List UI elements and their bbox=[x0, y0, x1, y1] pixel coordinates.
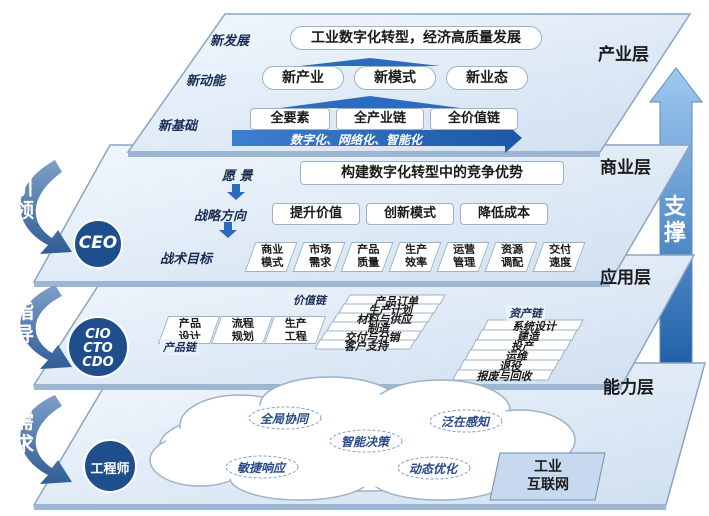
tactic-line: 模式 bbox=[257, 256, 285, 269]
new-foundation-item: 全价值链 bbox=[430, 108, 518, 130]
cloud-item: 全局协同 bbox=[260, 412, 309, 426]
lead-label: 引领 bbox=[14, 175, 34, 222]
tactic-line: 市场 bbox=[305, 243, 333, 256]
industrial-internet-label: 工业 互联网 bbox=[500, 458, 596, 494]
tactic-line: 速度 bbox=[545, 256, 573, 269]
new-foundation-item: 全要素 bbox=[250, 108, 330, 130]
new-development-label: 新发展 bbox=[210, 34, 250, 49]
direct-label: 指导 bbox=[14, 299, 34, 346]
value-chain-item: 交付与分销 bbox=[344, 331, 400, 344]
demand-label: 需求 bbox=[14, 409, 34, 456]
asset-chain-item: 退役 bbox=[499, 360, 521, 373]
vision-pill: 构建数字化转型中的竞争优势 bbox=[300, 161, 564, 185]
asset-chain-item: 建造 bbox=[517, 330, 539, 343]
new-momentum-item: 新模式 bbox=[354, 66, 436, 90]
digitization-arrow-text: 数字化、网络化、智能化 bbox=[290, 133, 423, 147]
asset-chain-item: 运维 bbox=[505, 350, 527, 363]
cio-cto-cdo-circle bbox=[67, 316, 129, 378]
industrial-internet-line: 互联网 bbox=[527, 477, 569, 493]
asset-chain-boxes bbox=[452, 319, 584, 381]
tactic-line: 资源 bbox=[497, 243, 525, 256]
asset-chain-label: 资产链 bbox=[506, 305, 545, 321]
value-chain-boxes bbox=[314, 294, 446, 350]
momentum-up-arrow bbox=[300, 58, 440, 66]
tactic-line: 运营 bbox=[449, 243, 477, 256]
value-chain-item: 材料与供应 bbox=[356, 313, 412, 326]
engineer-label: 工程师 bbox=[90, 462, 130, 477]
product-chain-line: 流程 bbox=[228, 317, 256, 330]
tactic-line: 效率 bbox=[401, 256, 429, 269]
strategy-item: 提升价值 bbox=[272, 203, 360, 225]
new-foundation-label: 新基础 bbox=[158, 119, 198, 134]
cloud-item: 泛在感知 bbox=[441, 415, 490, 429]
industrial-internet-line: 工业 bbox=[534, 459, 562, 475]
cloud-item: 智能决策 bbox=[341, 435, 390, 449]
digitization-arrow bbox=[232, 123, 522, 153]
product-chain-line: 规划 bbox=[228, 330, 256, 343]
tactic-label: 战术目标 bbox=[160, 252, 213, 267]
strategy-item: 创新模式 bbox=[366, 203, 454, 225]
vision-down-arrow bbox=[227, 184, 245, 200]
new-momentum-label: 新动能 bbox=[186, 74, 226, 89]
asset-chain-item: 报废与回收 bbox=[476, 370, 532, 383]
tactic-line: 质量 bbox=[353, 256, 381, 269]
strategy-down-arrow bbox=[219, 222, 237, 238]
capability-layer-title: 能力层 bbox=[603, 378, 654, 398]
tactic-line: 管理 bbox=[449, 256, 477, 269]
demand-arrow bbox=[20, 395, 72, 484]
direct-arrow bbox=[20, 285, 72, 369]
product-chain-line: 产品 bbox=[175, 317, 203, 330]
application-layer-title: 应用层 bbox=[600, 268, 651, 288]
value-chain-item: 客户支持 bbox=[344, 340, 388, 353]
product-chain-label: 产品链 bbox=[160, 339, 199, 355]
tactic-line: 交付 bbox=[545, 243, 573, 256]
tactic-line: 产品 bbox=[353, 243, 381, 256]
value-chain-item: 产品订单 bbox=[374, 295, 418, 308]
engineer-circle bbox=[83, 439, 137, 493]
industry-layer-title: 产业层 bbox=[598, 45, 649, 65]
product-chain-item: 流程规划 bbox=[210, 316, 274, 344]
strategy-item: 降低成本 bbox=[460, 203, 548, 225]
strategy-label: 战略方向 bbox=[194, 209, 247, 224]
ceo-label: CEO bbox=[78, 233, 118, 253]
product-chain-line: 工程 bbox=[281, 330, 309, 343]
industrial-internet-box bbox=[489, 452, 606, 501]
lead-arrow bbox=[20, 160, 72, 254]
asset-chain-item: 投产 bbox=[511, 340, 533, 353]
new-development-pill: 工业数字化转型，经济高质量发展 bbox=[290, 26, 542, 50]
cto-label: CTO bbox=[83, 341, 113, 356]
new-momentum-item: 新业态 bbox=[446, 66, 528, 90]
ceo-circle bbox=[73, 219, 123, 269]
new-foundation-item: 全产业链 bbox=[336, 108, 424, 130]
value-chain-item: 生产计划 bbox=[368, 304, 412, 317]
tactic-line: 调配 bbox=[497, 256, 525, 269]
cio-label: CIO bbox=[85, 327, 111, 342]
new-momentum-item: 新产业 bbox=[262, 66, 344, 90]
tactic-line: 商业 bbox=[257, 243, 285, 256]
cloud-item: 敏捷响应 bbox=[237, 461, 286, 475]
tactic-line: 生产 bbox=[401, 243, 429, 256]
value-chain-item: 制造 bbox=[367, 322, 389, 335]
support-label: 支撑 bbox=[663, 195, 686, 246]
product-chain-item: 生产工程 bbox=[263, 316, 327, 344]
asset-chain-item: 系统设计 bbox=[512, 320, 556, 333]
value-chain-label: 价值链 bbox=[290, 292, 329, 308]
business-layer-title: 商业层 bbox=[600, 158, 651, 178]
tactic-line: 需求 bbox=[305, 256, 333, 269]
product-chain-line: 生产 bbox=[281, 317, 309, 330]
cloud-item-ovals bbox=[225, 406, 503, 480]
foundation-up-arrow bbox=[280, 96, 460, 108]
cdo-label: CDO bbox=[82, 355, 114, 370]
vision-label: 愿 景 bbox=[222, 169, 253, 184]
cloud-item: 动态优化 bbox=[409, 462, 458, 476]
